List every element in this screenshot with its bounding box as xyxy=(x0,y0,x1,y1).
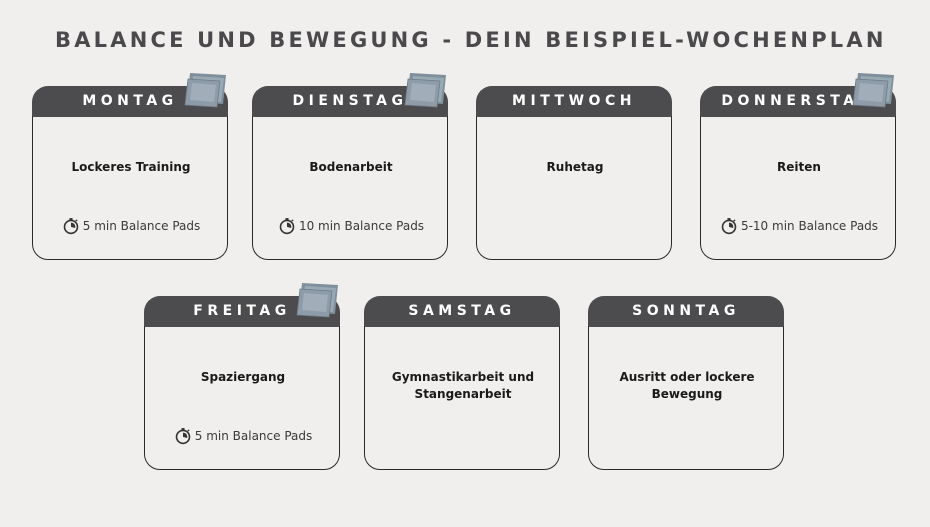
day-extra: 10 min Balance Pads xyxy=(253,217,449,235)
day-activity: Spaziergang xyxy=(145,369,341,386)
day-activity-line-1: Ruhetag xyxy=(546,160,604,174)
day-activity: Ruhetag xyxy=(477,159,673,176)
balance-pad-icon xyxy=(404,73,446,108)
day-header: SONNTAG xyxy=(588,296,784,327)
day-activity-line-2: Bewegung xyxy=(651,387,723,401)
day-activity-line-1: Gymnastikarbeit und xyxy=(391,370,535,384)
day-extra-text: 5-10 min Balance Pads xyxy=(740,219,879,233)
day-card-body: Gymnastikarbeit und Stangenarbeit xyxy=(364,310,560,470)
day-card-freitag: Spaziergang 5 min Balance Pads FREITAG xyxy=(144,283,340,472)
day-header: FREITAG xyxy=(144,296,340,327)
day-activity-line-1: Reiten xyxy=(777,160,821,174)
day-extra-text: 10 min Balance Pads xyxy=(298,219,425,233)
balance-pad-icon xyxy=(184,73,226,108)
day-card-body: Reiten 5-10 min Balance Pads xyxy=(700,100,896,260)
day-activity: Reiten xyxy=(701,159,897,176)
day-activity: Lockeres Training xyxy=(33,159,229,176)
day-activity-line-2: Stangenarbeit xyxy=(414,387,512,401)
day-card-mittwoch: Ruhetag MITTWOCH xyxy=(476,86,672,262)
stopwatch-icon xyxy=(279,218,295,235)
day-extra: 5-10 min Balance Pads xyxy=(701,217,897,235)
stopwatch-icon xyxy=(721,218,737,235)
day-activity-line-1: Lockeres Training xyxy=(71,160,191,174)
day-card-body: Lockeres Training 5 min Balance Pads xyxy=(32,100,228,260)
day-card-samstag: Gymnastikarbeit und Stangenarbeit SAMSTA… xyxy=(364,296,560,472)
day-extra: 5 min Balance Pads xyxy=(33,217,229,235)
day-activity: Ausritt oder lockere Bewegung xyxy=(589,369,785,403)
day-header: MITTWOCH xyxy=(476,86,672,117)
day-activity: Bodenarbeit xyxy=(253,159,449,176)
day-card-body: Bodenarbeit 10 min Balance Pads xyxy=(252,100,448,260)
balance-pad-icon xyxy=(296,283,338,318)
day-activity-line-1: Ausritt oder lockere xyxy=(619,370,755,384)
day-extra: 5 min Balance Pads xyxy=(145,427,341,445)
day-activity: Gymnastikarbeit und Stangenarbeit xyxy=(365,369,561,403)
day-card-donnerstag: Reiten 5-10 min Balance Pads DONNERSTAG xyxy=(700,73,896,262)
stopwatch-icon xyxy=(175,428,191,445)
day-activity-line-1: Bodenarbeit xyxy=(309,160,393,174)
day-extra-text: 5 min Balance Pads xyxy=(194,429,313,443)
day-card-sonntag: Ausritt oder lockere Bewegung SONNTAG xyxy=(588,296,784,472)
day-card-body: Ausritt oder lockere Bewegung xyxy=(588,310,784,470)
day-card-body: Spaziergang 5 min Balance Pads xyxy=(144,310,340,470)
day-card-dienstag: Bodenarbeit 10 min Balance Pads DIENSTAG xyxy=(252,73,448,262)
balance-pad-icon xyxy=(852,73,894,108)
stopwatch-icon xyxy=(63,218,79,235)
day-card-body: Ruhetag xyxy=(476,100,672,260)
day-header: SAMSTAG xyxy=(364,296,560,327)
day-card-montag: Lockeres Training 5 min Balance Pads MON… xyxy=(32,73,228,262)
day-extra-text: 5 min Balance Pads xyxy=(82,219,201,233)
page-title: BALANCE UND BEWEGUNG - DEIN BEISPIEL-WOC… xyxy=(55,28,887,52)
day-activity-line-1: Spaziergang xyxy=(200,370,286,384)
